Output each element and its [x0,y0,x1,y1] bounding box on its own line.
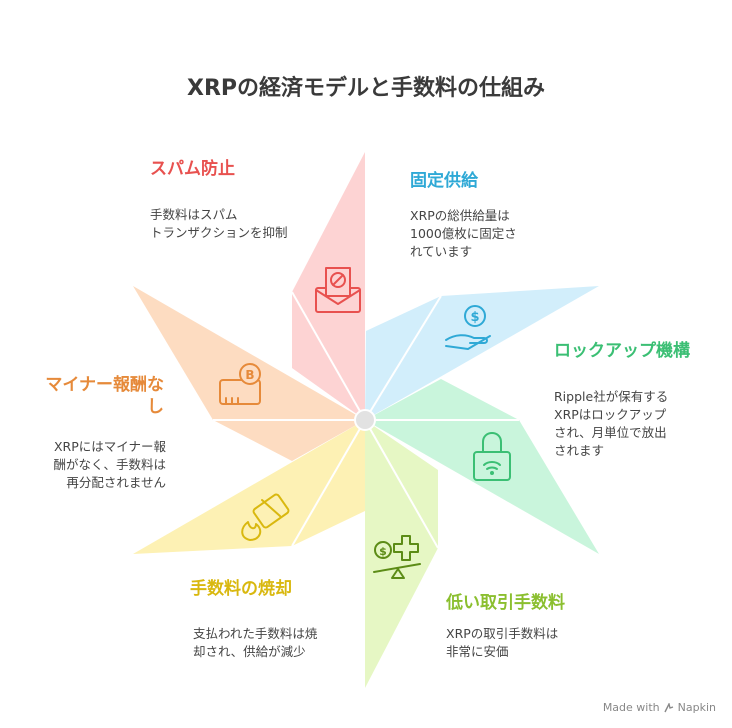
svg-text:$: $ [379,545,387,558]
spam-title: スパム防止 [150,159,235,179]
petal-burn [133,420,365,554]
balance-scale-icon: $ [373,535,421,579]
spokes [213,291,519,549]
footer-brand: Napkin [677,701,716,714]
miner-title: マイナー報酬な し [45,375,164,417]
center-hub [354,409,376,431]
page-title: XRPの経済モデルと手数料の仕組み [186,76,546,101]
burning-card-icon [241,493,290,541]
lockup-title: ロックアップ機構 [554,341,690,361]
spam-desc: 手数料はスパム トランザクションを抑制 [150,207,288,240]
napkin-logo-icon [664,702,673,712]
spam-mail-icon [315,267,361,313]
wifi-lock-icon [473,432,511,481]
petal-lockup [365,379,599,554]
fixed-supply-title: 固定供給 [410,171,478,191]
coin-hand-icon: $ [445,305,491,350]
footer-text: Made with [602,701,660,714]
low-fee-title: 低い取引手数料 [446,593,565,613]
svg-text:$: $ [470,310,479,325]
burn-desc: 支払われた手数料は焼 却され、供給が減少 [193,626,318,659]
svg-text:B: B [245,368,254,382]
napkin-credit[interactable]: Made with Napkin [603,701,716,714]
lockup-desc: Ripple社が保有する XRPはロックアップ され、月単位で放出 されます [554,389,669,458]
miner-desc: XRPにはマイナー報 酬がなく、手数料は 再分配されません [53,439,166,490]
fixed-supply-desc: XRPの総供給量は 1000億枚に固定さ れています [410,208,517,259]
low-fee-desc: XRPの取引手数料は 非常に安価 [446,626,559,659]
bitcoin-card-icon: B [219,363,261,405]
petal-fixed [365,286,599,420]
burn-title: 手数料の焼却 [190,579,292,599]
